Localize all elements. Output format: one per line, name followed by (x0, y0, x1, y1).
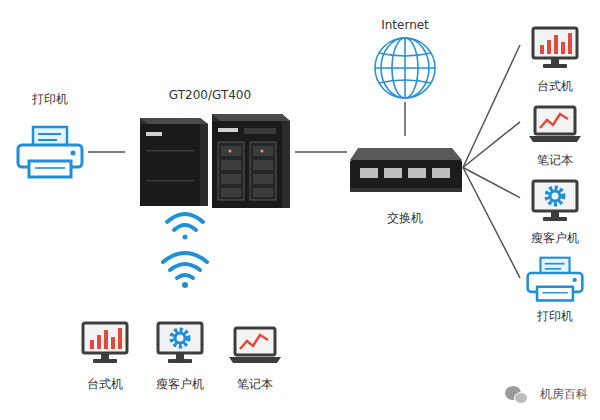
device-label: GT200/GT400 (167, 88, 253, 103)
device-label: 台式机 (535, 79, 575, 94)
device-label: 打印机 (30, 92, 70, 107)
device-label: 交换机 (385, 211, 425, 226)
network-link (404, 102, 406, 136)
network-link (463, 122, 520, 168)
device-node: 交换机 (347, 136, 463, 226)
device-node: 笔记本 (222, 318, 288, 392)
device-label: Internet (379, 18, 431, 33)
wifi-symbol (163, 214, 207, 288)
device-label: 瘦客户机 (529, 231, 581, 246)
device-label: 笔记本 (235, 377, 275, 392)
network-link (295, 151, 347, 153)
device-node: 台式机 (75, 318, 135, 392)
device-node: 瘦客户机 (520, 176, 590, 246)
network-link (463, 45, 520, 168)
device-label: 打印机 (535, 309, 575, 324)
device-node: 打印机 (520, 254, 590, 324)
device-node: 台式机 (520, 22, 590, 94)
device-node: GT200/GT400 (125, 88, 295, 213)
wechat-icon (505, 386, 528, 404)
device-label: 台式机 (85, 377, 125, 392)
gt-device-art (140, 114, 290, 208)
device-node: 笔记本 (520, 102, 590, 168)
network-link (463, 168, 520, 278)
device-label: 瘦客户机 (154, 377, 206, 392)
watermark: 机房百科 (540, 387, 588, 402)
device-node: 打印机 (12, 92, 88, 192)
device-label: 笔记本 (535, 153, 575, 168)
switch-art (350, 148, 462, 192)
network-link (88, 151, 125, 153)
device-node: 瘦客户机 (146, 318, 214, 392)
device-node: Internet (360, 18, 450, 102)
internet-globe (375, 38, 435, 98)
